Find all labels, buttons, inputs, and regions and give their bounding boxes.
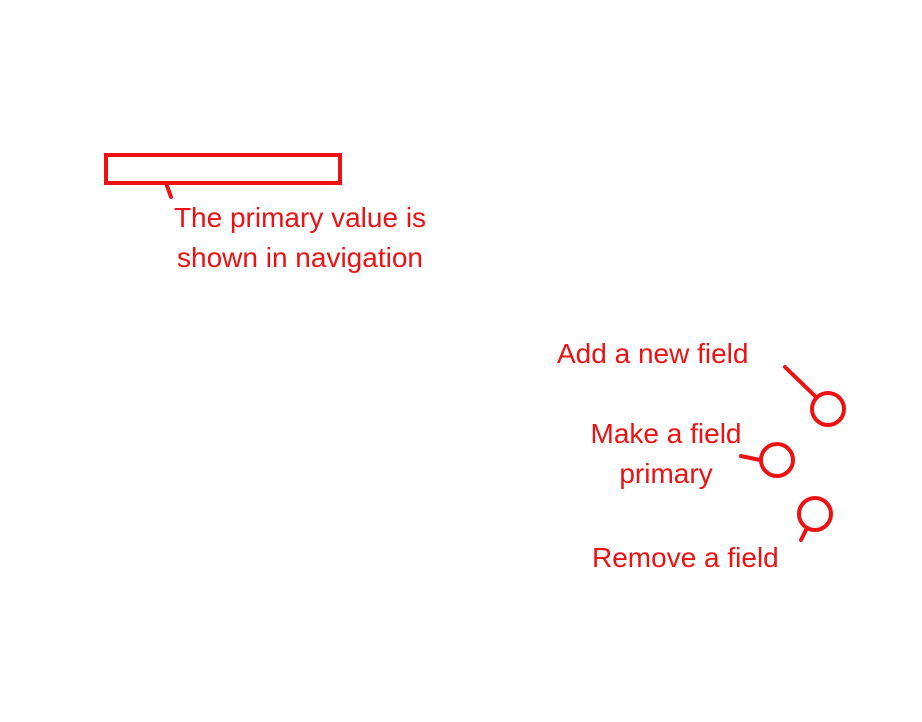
make-primary-callout: Make a field primary — [566, 414, 766, 494]
primary-value-callout-line1: The primary value is — [173, 202, 427, 233]
primary-value-callout: The primary value is shown in navigation — [150, 198, 450, 278]
make-primary-leader-line — [739, 454, 762, 462]
make-primary-marker-circle — [759, 442, 795, 478]
primary-value-highlight-box — [104, 153, 342, 185]
add-field-leader-line — [783, 365, 818, 399]
remove-field-leader-line — [799, 526, 809, 542]
remove-field-marker-circle — [797, 496, 833, 532]
add-field-callout: Add a new field — [557, 338, 749, 369]
remove-field-callout: Remove a field — [592, 542, 779, 573]
add-field-marker-circle — [810, 391, 846, 427]
make-primary-callout-line2: primary — [619, 458, 713, 489]
make-primary-callout-line1: Make a field — [590, 418, 742, 449]
primary-value-callout-line2: shown in navigation — [177, 242, 423, 273]
primary-value-leader-line — [164, 181, 173, 199]
